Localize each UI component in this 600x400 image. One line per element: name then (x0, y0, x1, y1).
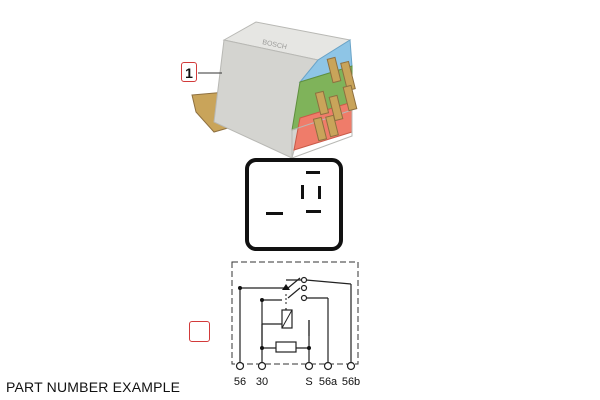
schematic-wires (239, 279, 352, 362)
terminal-label-56: 56 (233, 376, 247, 388)
actuator-arrow (282, 284, 290, 290)
wiring-schematic (231, 261, 359, 371)
pin-layout-diagram (245, 158, 343, 251)
terminal-label-56b: 56b (341, 376, 361, 388)
relay-pins (312, 56, 358, 142)
terminal-label-30: 30 (255, 376, 269, 388)
junction-dots (238, 286, 311, 350)
resistor-symbol (275, 341, 297, 353)
schematic-housing-dashed (231, 261, 359, 365)
pin-slots (266, 171, 321, 215)
switch-contacts (287, 276, 308, 302)
callout-number-badge: 1 (181, 62, 197, 82)
empty-marker-box (189, 321, 210, 342)
terminal-circles (235, 361, 356, 371)
part-number-caption: PART NUMBER EXAMPLE (6, 379, 181, 395)
terminal-label-56a: 56a (318, 376, 338, 388)
pin-layout-outline (245, 158, 343, 251)
terminal-label-s: S (305, 376, 313, 388)
